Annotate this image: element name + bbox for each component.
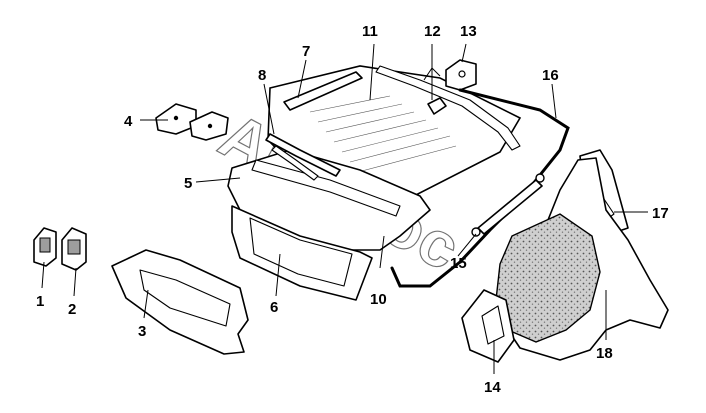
- part-lower-trim-panel: [111, 249, 249, 355]
- callout-2: 2: [68, 301, 76, 318]
- part-rear-quarter: [461, 157, 669, 363]
- callout-labels: 1 2 3 4 5 6 7 8 11 12 13 16 15 10 17 18 …: [36, 23, 669, 396]
- callout-10: 10: [370, 291, 387, 308]
- callout-17: 17: [652, 205, 669, 222]
- part-gas-strut: [471, 173, 545, 237]
- callout-1: 1: [36, 293, 44, 310]
- part-tailgate: [227, 149, 431, 301]
- callout-4: 4: [124, 113, 133, 130]
- leader-lines: [41, 43, 648, 374]
- part-bracket-left: [33, 227, 57, 267]
- callout-5: 5: [184, 175, 192, 192]
- callout-7: 7: [302, 43, 310, 60]
- callout-18: 18: [596, 345, 613, 362]
- part-hinge-block: [445, 59, 477, 91]
- callout-13: 13: [460, 23, 477, 40]
- part-trim-strip: [283, 65, 521, 151]
- callout-11: 11: [362, 23, 378, 40]
- callout-16: 16: [542, 67, 559, 84]
- callout-12: 12: [424, 23, 441, 40]
- callout-14: 14: [484, 379, 501, 396]
- callout-6: 6: [270, 299, 278, 316]
- callout-3: 3: [138, 323, 146, 340]
- part-hinge: [155, 103, 229, 141]
- part-bracket-right: [61, 227, 87, 271]
- callout-8: 8: [258, 67, 266, 84]
- part-hinge-strip: [265, 133, 341, 181]
- callout-15: 15: [450, 255, 467, 272]
